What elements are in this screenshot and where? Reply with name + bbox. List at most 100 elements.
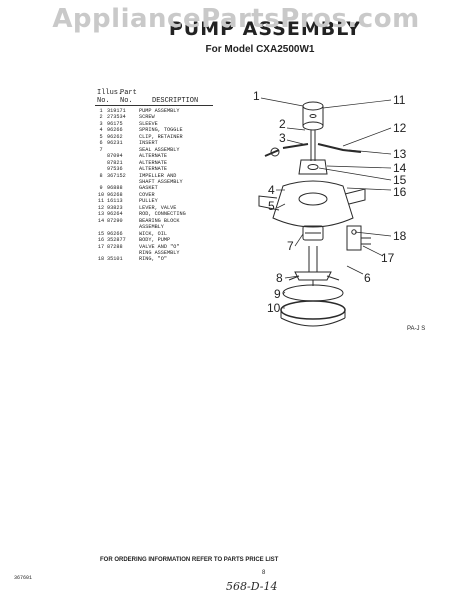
pump-shaft xyxy=(310,130,316,161)
part-no-cell: 367152 xyxy=(107,172,126,179)
leader-7 xyxy=(294,233,304,247)
table-row: 87094 ALTERNATE xyxy=(95,153,217,159)
page-title: PUMP ASSEMBLY xyxy=(168,18,362,40)
description-cell: COVER xyxy=(139,191,155,198)
illus-no-cell: 4 xyxy=(99,127,103,134)
header-no-2: No. xyxy=(120,97,133,105)
cover-base xyxy=(280,317,346,327)
header-description: DESCRIPTION xyxy=(152,97,199,105)
callout-13: 13 xyxy=(393,147,407,161)
table-row: 9 96888 GASKET xyxy=(95,185,217,191)
valve-lever xyxy=(282,143,362,153)
part-no-cell: 96888 xyxy=(107,185,123,192)
pulley-side xyxy=(302,106,324,126)
part-no-cell: 319171 xyxy=(107,108,126,114)
pulley-bottom xyxy=(302,121,324,131)
leader-2 xyxy=(286,127,306,131)
callout-17: 17 xyxy=(381,251,395,265)
pump-cover xyxy=(280,300,346,320)
description-cell: ALTERNATE xyxy=(139,153,168,160)
description-cell: IMPELLER AND xyxy=(139,172,177,179)
description-cell: INSERT xyxy=(139,140,158,147)
leader-8 xyxy=(284,275,300,279)
part-no-cell: 87288 xyxy=(107,243,123,250)
pump-body-opening xyxy=(298,192,328,206)
table-row: 87821 ALTERNATE xyxy=(95,160,217,166)
illus-no-cell: 1 xyxy=(99,108,103,114)
pump-inlet xyxy=(258,195,280,211)
description-cell: PUMP ASSEMBLY xyxy=(139,108,180,114)
description-cell: PULLEY xyxy=(139,198,158,205)
callout-12: 12 xyxy=(393,121,407,135)
header-rule xyxy=(95,105,213,106)
header-illus: Illus. xyxy=(97,89,123,97)
diagram-code: PA-J S xyxy=(407,326,425,332)
pulley-hub xyxy=(309,114,317,118)
part-no-cell: 35101 xyxy=(107,256,123,263)
callout-10: 10 xyxy=(267,301,281,315)
description-cell: BODY, PUMP xyxy=(139,237,171,244)
leader-11 xyxy=(322,99,392,109)
callout-7: 7 xyxy=(287,239,294,253)
leader-18 xyxy=(354,231,392,237)
part-no-cell: 87290 xyxy=(107,217,123,224)
document-code: 367601 xyxy=(14,575,33,581)
part-no-cell: 87821 xyxy=(107,159,123,166)
illus-no-cell: 14 xyxy=(97,217,105,224)
illus-no-cell: 6 xyxy=(99,140,103,147)
illus-no-cell: 9 xyxy=(99,185,103,192)
toggle-spring xyxy=(270,147,280,157)
callout-15: 15 xyxy=(393,173,407,187)
illus-no-cell: 10 xyxy=(97,191,105,198)
table-row: ASSEMBLY xyxy=(95,224,217,230)
part-no-cell: 93823 xyxy=(107,204,123,211)
callout-9: 9 xyxy=(274,287,281,301)
callout-18: 18 xyxy=(393,229,407,243)
description-cell: RING, "O" xyxy=(139,256,168,263)
description-cell: ALTERNATE xyxy=(139,159,168,166)
part-no-cell: 96266 xyxy=(107,230,123,237)
leader-13 xyxy=(348,149,392,155)
impeller-shaft xyxy=(308,246,318,272)
illus-no-cell: 2 xyxy=(99,114,103,121)
part-no-cell: 96266 xyxy=(107,127,123,134)
illus-no-cell: 15 xyxy=(97,230,105,237)
leader-5 xyxy=(276,203,286,209)
callout-16: 16 xyxy=(393,185,407,199)
description-cell: BEARING BLOCK xyxy=(139,217,180,224)
description-cell: WICK, OIL xyxy=(139,230,168,237)
description-cell: GASKET xyxy=(139,185,158,192)
leader-16 xyxy=(346,187,392,191)
leader-14 xyxy=(326,165,392,169)
pulley-top xyxy=(302,101,324,111)
illus-no-cell: 7 xyxy=(99,146,103,153)
connecting-rod xyxy=(264,149,280,157)
table-row: RING ASSEMBLY xyxy=(95,250,217,256)
leader-15 xyxy=(318,167,392,181)
seal-assembly xyxy=(302,225,324,241)
illus-no-cell: 5 xyxy=(99,133,103,140)
leader-1 xyxy=(260,97,304,107)
ordering-info-footer: FOR ORDERING INFORMATION REFER TO PARTS … xyxy=(100,557,279,563)
illus-no-cell: 13 xyxy=(97,211,105,218)
page-number: 8 xyxy=(262,570,266,576)
description-cell: RING ASSEMBLY xyxy=(139,249,180,256)
table-row: 1 319171 PUMP ASSEMBLY xyxy=(95,108,217,114)
table-row: 4 96266 SPRING, TOGGLE xyxy=(95,127,217,133)
callout-3: 3 xyxy=(279,131,286,145)
part-no-cell: 87094 xyxy=(107,153,123,160)
illus-no-cell: 11 xyxy=(97,198,105,205)
part-no-cell: 273534 xyxy=(107,114,126,121)
callout-2: 2 xyxy=(279,117,286,131)
pump-assembly-diagram: 1 2 3 4 5 6 7 8 9 10 11 12 13 14 15 16 1… xyxy=(253,89,425,332)
part-no-cell: 96175 xyxy=(107,120,123,127)
description-cell: SPRING, TOGGLE xyxy=(139,127,183,134)
